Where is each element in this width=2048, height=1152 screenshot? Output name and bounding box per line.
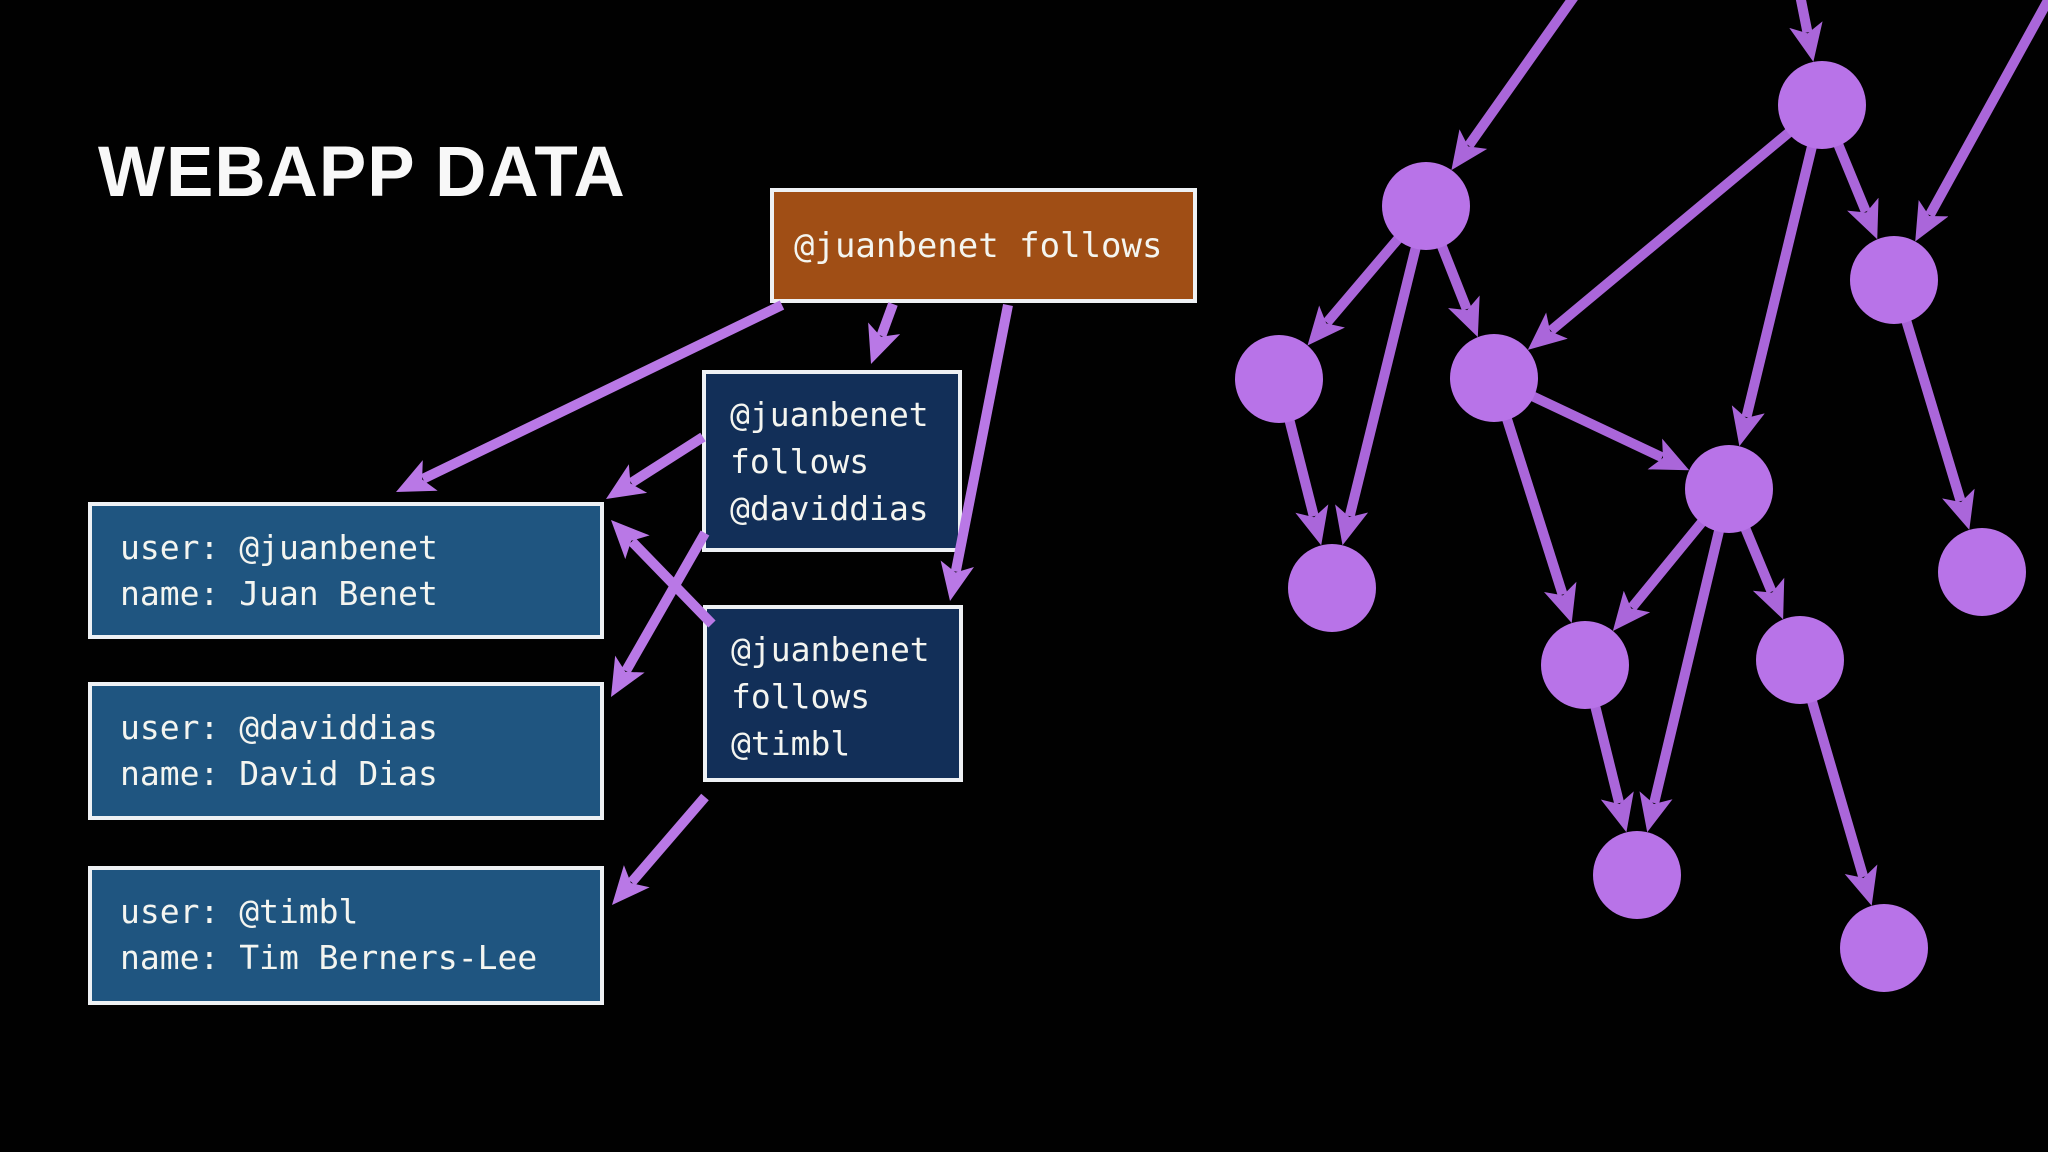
user-line: user: @daviddias [120,708,438,747]
graph-edge-f-i [1738,522,1785,620]
user-line: name: David Dias [120,754,438,793]
follow-claim-text: @juanbenet follows [794,225,1163,266]
fact-line: @daviddias [730,489,929,528]
graph-edge-a-d [1527,125,1796,350]
follow-claim-box: @juanbenet follows [770,188,1197,303]
graph-edge-d-f [1526,389,1690,471]
user-box-timbl: user: @timbl name: Tim Berners-Lee [88,866,604,1005]
graph-edge-h-k [1589,700,1634,833]
fact-line: follows [731,677,871,716]
graph-node-l [1840,904,1928,992]
graph-edge-ext-b [1451,0,1578,171]
graph-edge-a-f [1731,140,1818,447]
graph-node-j [1938,528,2026,616]
graph-edge-b-g [1335,241,1422,546]
user-line: user: @timbl [120,892,359,931]
record-arrow-fact-daviddias-to-juanbenet [605,432,706,499]
graph-node-e [1850,236,1938,324]
fact-line: @juanbenet [731,630,930,669]
graph-edge-f-k [1639,524,1726,833]
user-box-juanbenet: user: @juanbenet name: Juan Benet [88,502,604,639]
graph-edge-b-c [1307,231,1406,346]
fact-line: @juanbenet [730,395,929,434]
graph-edge-e-j [1900,314,1975,530]
record-arrow-claim-to-user-juanbenet [396,300,785,493]
graph-node-h [1541,621,1629,709]
graph-node-f [1685,445,1773,533]
page-title: WEBAPP DATA [98,133,626,212]
graph-node-g [1288,544,1376,632]
user-line: user: @juanbenet [120,528,438,567]
graph-node-d [1450,334,1538,422]
graph-edge-b-d [1435,239,1480,338]
record-arrow-fact-daviddias-to-daviddias [610,530,710,698]
graph-node-k [1593,831,1681,919]
user-box-daviddias: user: @daviddias name: David Dias [88,682,604,820]
graph-node-c [1235,335,1323,423]
fact-line: @timbl [731,724,851,763]
graph-node-a [1778,61,1866,149]
graph-edge-c-g [1283,414,1329,546]
graph-node-i [1756,616,1844,704]
fact-line: follows [730,442,870,481]
graph-edge-a-e [1831,138,1879,240]
user-line: name: Juan Benet [120,574,438,613]
graph-edge-f-h [1612,515,1709,631]
graph-edge-i-l [1805,695,1878,906]
fact-box-follows-timbl: @juanbenet follows @timbl [703,605,963,782]
record-arrow-fact-timbl-to-timbl [611,793,709,905]
graph-edge-ext-e [1915,0,2048,242]
user-line: name: Tim Berners-Lee [120,938,538,977]
graph-edge-d-h [1500,412,1577,624]
graph-node-b [1382,162,1470,250]
graph-edge-ext-a [1789,0,1823,62]
fact-box-follows-daviddias: @juanbenet follows @daviddias [702,370,962,552]
record-arrow-claim-to-fact-daviddias [868,302,901,364]
record-arrow-claim-to-fact-timbl [940,304,1013,602]
